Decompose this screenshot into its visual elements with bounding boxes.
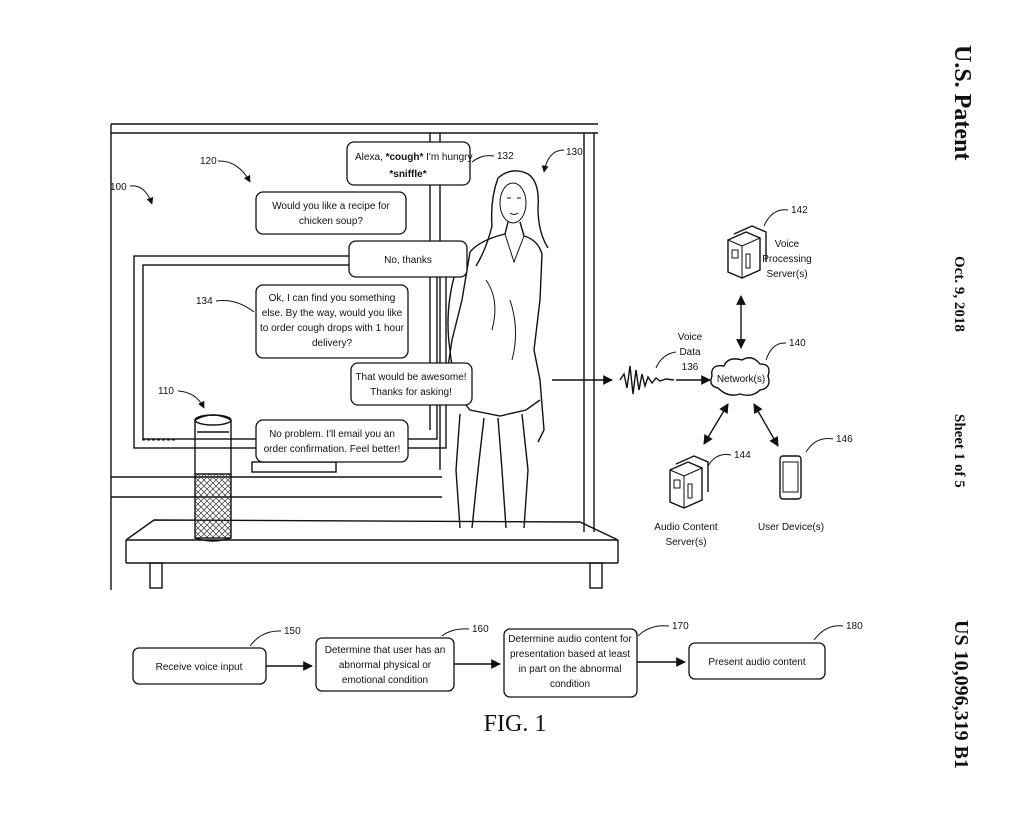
bubble-recipe-offer: Would you like a recipe for chicken soup… — [255, 191, 407, 235]
table — [125, 519, 619, 589]
ref-144: 144 — [734, 450, 751, 461]
patent-header: U.S. Patent Oct. 9, 2018 Sheet 1 of 5 US… — [949, 45, 975, 769]
person-figure — [445, 170, 549, 529]
server-icon-audio-content — [669, 455, 709, 509]
bubble-5-line2: Thanks for asking! — [370, 387, 452, 398]
vps-line3: Server(s) — [766, 269, 807, 280]
server-icon-voice-processing — [727, 225, 767, 279]
network-diagram: Voice Data 136 Network(s) 140 Voice Proc… — [552, 205, 853, 548]
bubble-4-line4: delivery? — [312, 338, 352, 349]
figure-label: FIG. 1 — [484, 711, 547, 737]
bubble-3-line1: No, thanks — [384, 255, 432, 266]
scene-reference-numerals: 100 120 130 132 134 110 — [110, 147, 583, 409]
sound-wave-icon — [619, 365, 675, 395]
ref-120: 120 — [200, 156, 217, 167]
bubble-awesome: That would be awesome! Thanks for asking… — [350, 362, 473, 406]
bubble-no-thanks: No, thanks — [348, 240, 468, 278]
bubble-4-line1: Ok, I can find you something — [269, 293, 396, 304]
ref-146: 146 — [836, 434, 853, 445]
bubble-1-line2: *sniffle* — [389, 169, 426, 180]
acs-line2: Server(s) — [665, 537, 706, 548]
bubble-1-line1-post: I'm hungry — [423, 152, 472, 163]
svg-text:Alexa, *cough* I'm hungry: Alexa, *cough* I'm hungry — [355, 152, 473, 163]
header-patent-number: US 10,096,319 B1 — [950, 620, 972, 769]
process-flow: Receive voice input 150 Determine that u… — [132, 621, 863, 698]
bubble-2-line2: chicken soup? — [299, 216, 363, 227]
ref-140: 140 — [789, 338, 806, 349]
phone-icon — [779, 455, 802, 500]
vps-line1: Voice — [775, 239, 800, 250]
step-170-line2: presentation based at least — [510, 649, 630, 660]
user-device-label: User Device(s) — [758, 522, 824, 533]
ref-100: 100 — [110, 182, 127, 193]
vps-line2: Processing — [762, 254, 811, 265]
header-sheet: Sheet 1 of 5 — [951, 414, 967, 488]
ref-134: 134 — [196, 296, 213, 307]
ref-150: 150 — [284, 626, 301, 637]
bubble-5-line1: That would be awesome! — [355, 372, 466, 383]
network-label: Network(s) — [717, 374, 765, 385]
bubble-4-line3: to order cough drops with 1 hour — [260, 323, 405, 334]
bubble-6-line2: order confirmation. Feel better! — [264, 444, 401, 455]
ref-130: 130 — [566, 147, 583, 158]
header-title: U.S. Patent — [949, 45, 975, 160]
acs-line1: Audio Content — [654, 522, 718, 533]
ref-110: 110 — [158, 386, 174, 397]
ref-180: 180 — [846, 621, 863, 632]
step-170: Determine audio content for presentation… — [503, 628, 638, 698]
step-150-text: Receive voice input — [156, 662, 243, 673]
bubble-4-line2: else. By the way, would you like — [262, 308, 403, 319]
ref-132: 132 — [497, 151, 514, 162]
smart-speaker-icon — [194, 414, 232, 542]
step-160-line3: emotional condition — [342, 675, 428, 686]
bubble-order-confirmation: No problem. I'll email you an order conf… — [255, 419, 409, 463]
step-170-line3: in part on the abnormal — [519, 664, 622, 675]
ref-160: 160 — [472, 624, 489, 635]
step-170-line4: condition — [550, 679, 590, 690]
voice-data-line1: Voice — [678, 332, 703, 343]
bubble-2-line1: Would you like a recipe for — [272, 201, 390, 212]
ref-136: 136 — [682, 362, 699, 373]
voice-data-line2: Data — [679, 347, 701, 358]
dialogue-bubbles: Alexa, *cough* I'm hungry *sniffle* Woul… — [255, 141, 473, 463]
bubble-1-line1-pre: Alexa, — [355, 152, 386, 163]
step-180-text: Present audio content — [708, 657, 806, 668]
cloud-icon — [710, 357, 770, 397]
step-160-line1: Determine that user has an — [325, 645, 446, 656]
bubble-6-line1: No problem. I'll email you an — [269, 429, 395, 440]
ref-170: 170 — [672, 621, 689, 632]
ref-142: 142 — [791, 205, 808, 216]
step-160-line2: abnormal physical or — [339, 660, 432, 671]
bubble-user-hungry: Alexa, *cough* I'm hungry *sniffle* — [346, 141, 473, 186]
step-160: Determine that user has an abnormal phys… — [315, 637, 455, 692]
header-date: Oct. 9, 2018 — [951, 256, 967, 332]
bubble-cough-drops-offer: Ok, I can find you something else. By th… — [255, 284, 409, 359]
step-150: Receive voice input — [132, 647, 267, 685]
bubble-1-line1-bold: *cough* — [386, 152, 424, 163]
step-180: Present audio content — [688, 642, 826, 680]
step-170-line1: Determine audio content for — [508, 634, 632, 645]
